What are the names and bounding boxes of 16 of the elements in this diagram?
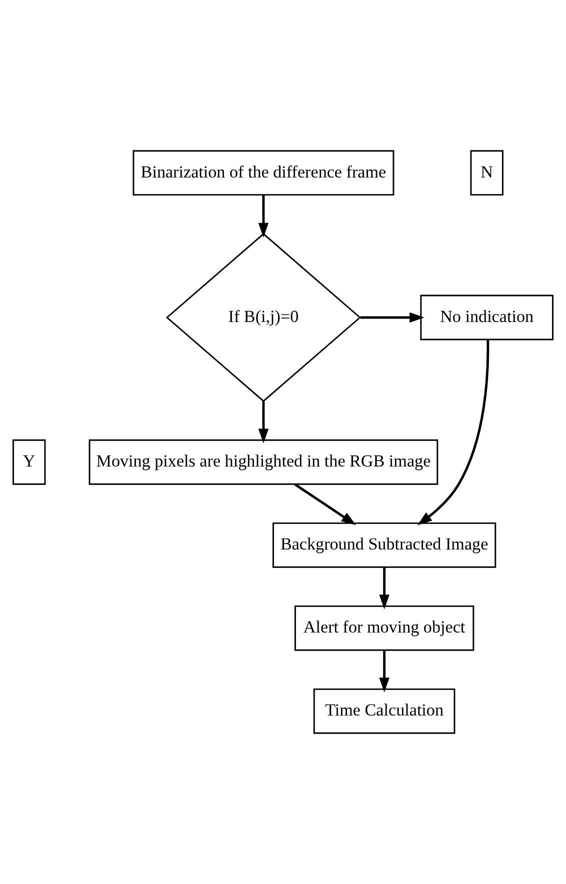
- node-box: N: [470, 150, 504, 196]
- node-diamond: If B(i,j)=0: [166, 232, 362, 402]
- node-box: Time Calculation: [313, 688, 456, 734]
- arrow: [360, 312, 424, 323]
- node-box: Background Subtracted Image: [272, 522, 496, 568]
- arrow: [417, 340, 490, 526]
- node-box: Moving pixels are highlighted in the RGB image: [88, 439, 438, 485]
- arrow: [258, 401, 269, 444]
- node-box: Alert for moving object: [294, 605, 474, 651]
- arrow: [258, 195, 269, 238]
- node-box: No indication: [420, 294, 554, 340]
- node-box: Binarization of the difference frame: [132, 150, 394, 196]
- arrow: [294, 483, 356, 526]
- arrow: [379, 568, 390, 610]
- arrow: [379, 650, 390, 692]
- node-box: Y: [12, 439, 46, 485]
